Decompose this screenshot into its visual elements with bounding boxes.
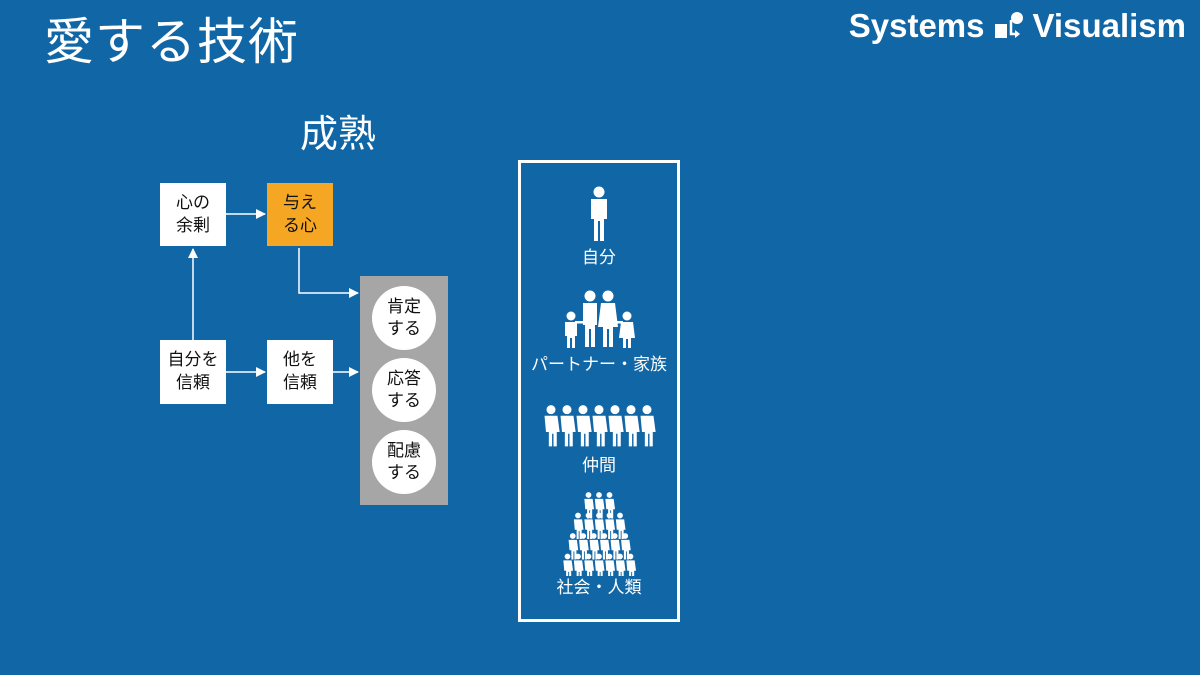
logo-text-visualism: Visualism: [1032, 7, 1186, 44]
node-other-trust: 他を信頼: [267, 340, 333, 404]
arrow-giving-to-actions: [298, 248, 359, 298]
action-affirm: 肯定する: [372, 286, 436, 350]
crowd-pyramid-icon: [563, 492, 637, 576]
node-giving-heart: 与える心: [267, 183, 333, 246]
person-figure: [615, 553, 626, 576]
person-figure: [605, 553, 616, 576]
person-figure: [608, 405, 624, 447]
node-surplus-of-heart: 心の余剰: [160, 183, 226, 246]
person-figure: [640, 405, 656, 447]
diagram-subtitle: 成熟: [300, 112, 377, 156]
tier-label-companions: 仲間: [582, 456, 616, 476]
logo-text-systems: Systems: [848, 7, 985, 44]
person-figure: [563, 553, 574, 576]
person-figure: [626, 553, 637, 576]
single-person-icon: [591, 186, 607, 241]
person-figure: [605, 512, 616, 539]
relationship-tiers-panel: [518, 160, 680, 622]
person-figure: [592, 405, 608, 447]
action-respond: 応答する: [372, 358, 436, 422]
person-figure: [615, 512, 626, 539]
person-figure: [584, 553, 595, 576]
person-figure: [576, 405, 592, 447]
family-icon: [565, 290, 635, 348]
person-figure: [560, 405, 576, 447]
person-figure: [621, 533, 631, 560]
systems-visualism-logo-icon: [994, 12, 1023, 38]
tier-label-partner-family: パートナー・家族: [531, 355, 667, 375]
person-figure: [568, 533, 579, 560]
person-figure: [610, 533, 621, 560]
person-figure: [584, 492, 595, 519]
person-figure: [584, 512, 595, 539]
node-self-trust: 自分を信頼: [160, 340, 226, 404]
person-figure: [600, 533, 610, 560]
action-care: 配慮する: [372, 430, 436, 494]
person-figure: [579, 533, 589, 560]
tier-label-society-humanity: 社会・人類: [556, 578, 642, 598]
page-title: 愛する技術: [44, 13, 299, 71]
person-figure: [594, 512, 605, 539]
person-figure: [573, 553, 584, 576]
group-row-icon: [544, 405, 656, 447]
brand-logo: Systems Visualism: [849, 6, 1186, 46]
person-figure: [594, 553, 605, 576]
tier-label-self: 自分: [582, 248, 616, 268]
person-figure: [589, 533, 600, 560]
person-figure: [594, 492, 605, 519]
person-figure: [624, 405, 640, 447]
person-figure: [573, 512, 584, 539]
person-figure: [605, 492, 616, 519]
person-figure: [544, 405, 560, 447]
